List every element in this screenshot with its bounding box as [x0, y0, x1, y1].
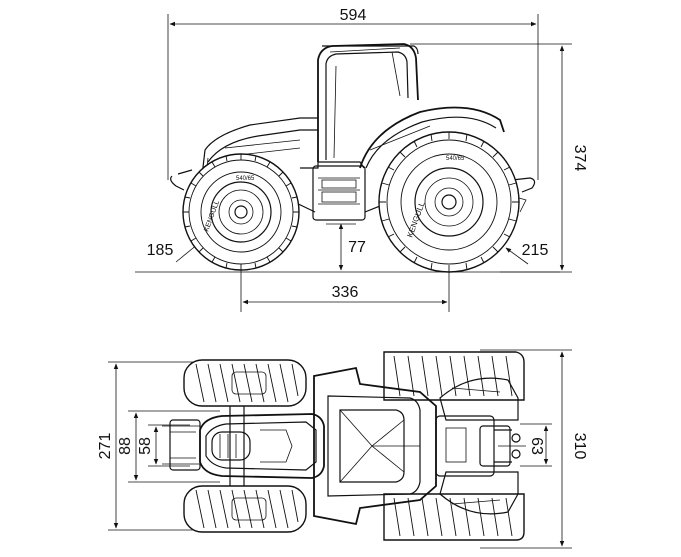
front-left-tire-top	[183, 359, 307, 407]
wheelbase-dimension: 336	[240, 268, 450, 312]
front-track-width-label: 271	[97, 433, 114, 460]
front-axle-top	[162, 406, 245, 486]
rear-overhang-label: 215	[522, 242, 549, 259]
front-grille-top	[211, 431, 251, 461]
front-overhang-dimension: 185	[147, 242, 199, 263]
cab-top	[313, 366, 437, 526]
rear-hitch-width-dimension: 63	[520, 423, 552, 467]
wheelbase-label: 336	[332, 284, 359, 301]
side-view: 594 374 185 77 215 3	[135, 7, 588, 312]
hitch-width-dimension: 58	[137, 424, 190, 467]
front-wheel-side: KENGULL 540/65	[182, 153, 300, 271]
rear-width-label: 310	[571, 433, 588, 460]
ground-clearance-dimension: 77	[326, 223, 366, 271]
rear-hitch-top	[435, 415, 526, 477]
rear-overhang-dimension: 215	[505, 242, 549, 265]
rear-hitch-width-label: 63	[528, 437, 545, 455]
overall-height-dimension: 374	[410, 43, 588, 273]
rear-left-tire-top	[383, 351, 525, 401]
inner-front-width-dimension: 88	[117, 410, 220, 483]
top-view: 271 88 58 310 63	[97, 349, 588, 549]
front-overhang-label: 185	[147, 242, 174, 259]
hitch-width-label: 58	[137, 437, 154, 455]
rear-wheel-lugs	[379, 132, 519, 272]
rear-tire-size: 540/65	[446, 156, 465, 162]
overall-length-label: 594	[340, 7, 367, 24]
hood-top	[199, 413, 325, 479]
rear-right-tire-top	[383, 493, 525, 541]
front-track-width-dimension: 271	[97, 361, 200, 531]
front-wheel-lugs	[183, 154, 299, 270]
rear-fenders-top	[439, 377, 519, 515]
rear-wheel-side: KENGULL 540/65	[378, 131, 520, 273]
overall-height-label: 374	[571, 145, 588, 172]
step-ladder	[312, 165, 366, 221]
ground-clearance-label: 77	[348, 239, 366, 256]
rear-width-dimension: 310	[480, 349, 588, 549]
overall-length-dimension: 594	[167, 7, 539, 180]
inner-front-width-label: 88	[117, 437, 134, 455]
front-tire-size: 540/65	[236, 176, 255, 182]
front-right-tire-top	[183, 485, 307, 533]
